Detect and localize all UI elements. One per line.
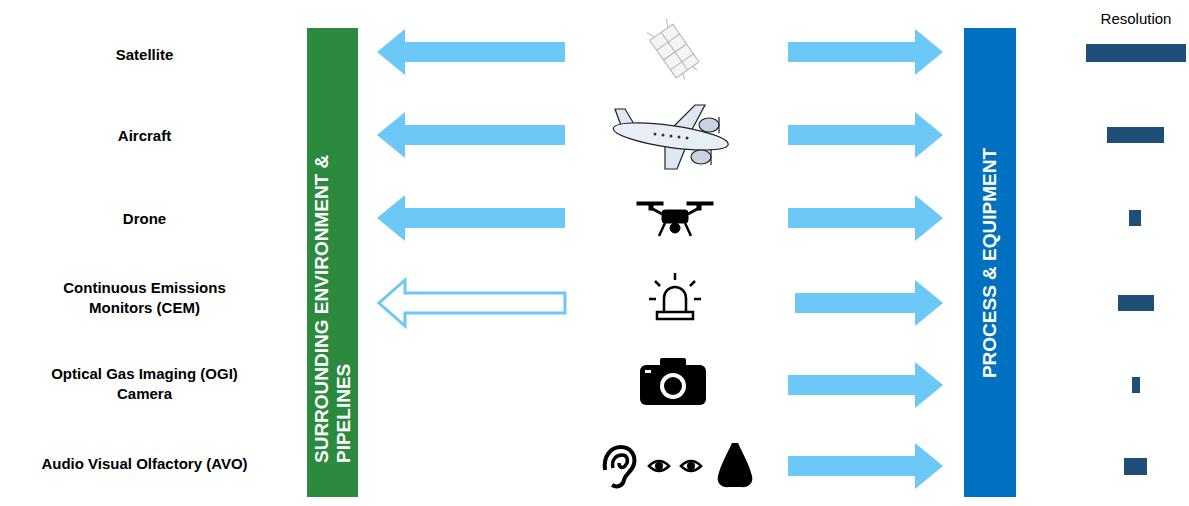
eyes-icon: [649, 461, 701, 471]
method-label: Audio Visual Olfactory (AVO): [32, 454, 257, 474]
flow-arrow: [377, 29, 565, 75]
resolution-bar: [1086, 44, 1186, 62]
flow-arrow: [795, 280, 943, 326]
category-band: PROCESS & EQUIPMENT: [964, 28, 1016, 497]
resolution-bar: [1107, 127, 1164, 143]
eye-pupil: [655, 462, 663, 470]
aircraft-fuselage: [612, 117, 730, 155]
resolution-bar: [1132, 377, 1140, 393]
flow-arrow: [788, 443, 943, 489]
satellite-antenna: [693, 65, 698, 71]
drone-icon: [637, 202, 713, 236]
drone-leg: [659, 223, 665, 236]
flow-arrow: [788, 112, 943, 158]
flow-arrow: [788, 195, 943, 241]
method-label: Aircraft: [32, 126, 257, 146]
camera-body: [640, 365, 706, 405]
eye: [681, 461, 701, 471]
method-label: Drone: [32, 209, 257, 229]
beacon-ray: [649, 298, 656, 301]
resolution-bar: [1124, 458, 1147, 475]
flow-arrow: [788, 362, 943, 408]
beacon-base: [657, 312, 693, 319]
ear-icon: [605, 447, 635, 486]
category-band: SURROUNDING ENVIRONMENT & PIPELINES: [307, 28, 358, 497]
nose-icon: [718, 443, 753, 487]
drone-leg: [685, 223, 691, 236]
aircraft-engine: [691, 150, 711, 164]
method-label: Continuous Emissions Monitors (CEM): [32, 278, 257, 318]
satellite-icon: [645, 18, 702, 83]
beacon-ray: [655, 281, 660, 286]
ear-outline: [605, 447, 635, 486]
resolution-bar: [1118, 295, 1154, 311]
satellite-body: [650, 24, 699, 78]
aircraft-propeller: [710, 149, 711, 165]
band-title: SURROUNDING ENVIRONMENT & PIPELINES: [311, 63, 355, 463]
drone-camera: [670, 223, 680, 233]
satellite-antenna: [681, 73, 686, 79]
flow-arrow: [788, 29, 943, 75]
aircraft-engine: [699, 118, 719, 132]
resolution-bar: [1129, 210, 1141, 226]
aircraft-propeller: [718, 117, 719, 133]
eye: [649, 461, 669, 471]
ear-inner: [613, 455, 628, 468]
aircraft-window: [678, 136, 681, 139]
column-header: Resolution: [1086, 9, 1186, 29]
method-label: Optical Gas Imaging (OGI) Camera: [32, 364, 257, 404]
beacon-ray: [690, 281, 695, 286]
aircraft-window: [654, 133, 657, 136]
camera-lens: [660, 373, 686, 399]
flow-arrow: [377, 195, 565, 241]
aircraft-window: [662, 134, 665, 137]
nose-shape: [718, 443, 753, 487]
satellite-panel: [661, 32, 687, 70]
satellite-antenna: [647, 30, 655, 39]
flow-arrow: [377, 112, 565, 158]
eye-pupil: [687, 462, 695, 470]
camera-lens: [664, 377, 682, 395]
camera-flash: [645, 370, 651, 373]
camera-icon: [640, 358, 706, 405]
beacon-icon: [649, 273, 701, 319]
drone-body: [662, 210, 688, 223]
beacon-ray: [674, 273, 677, 280]
aircraft-window: [670, 135, 673, 138]
method-label: Satellite: [32, 45, 257, 65]
aircraft-window: [686, 137, 689, 140]
satellite-antenna: [663, 19, 671, 28]
aircraft-icon: [612, 105, 730, 169]
beacon-dome: [664, 287, 686, 312]
band-title: PROCESS & EQUIPMENT: [979, 63, 1001, 463]
beacon-ray: [694, 298, 701, 301]
hollow-arrow: [379, 280, 565, 326]
drone-mast: [697, 204, 701, 210]
drone-mast: [649, 204, 653, 210]
